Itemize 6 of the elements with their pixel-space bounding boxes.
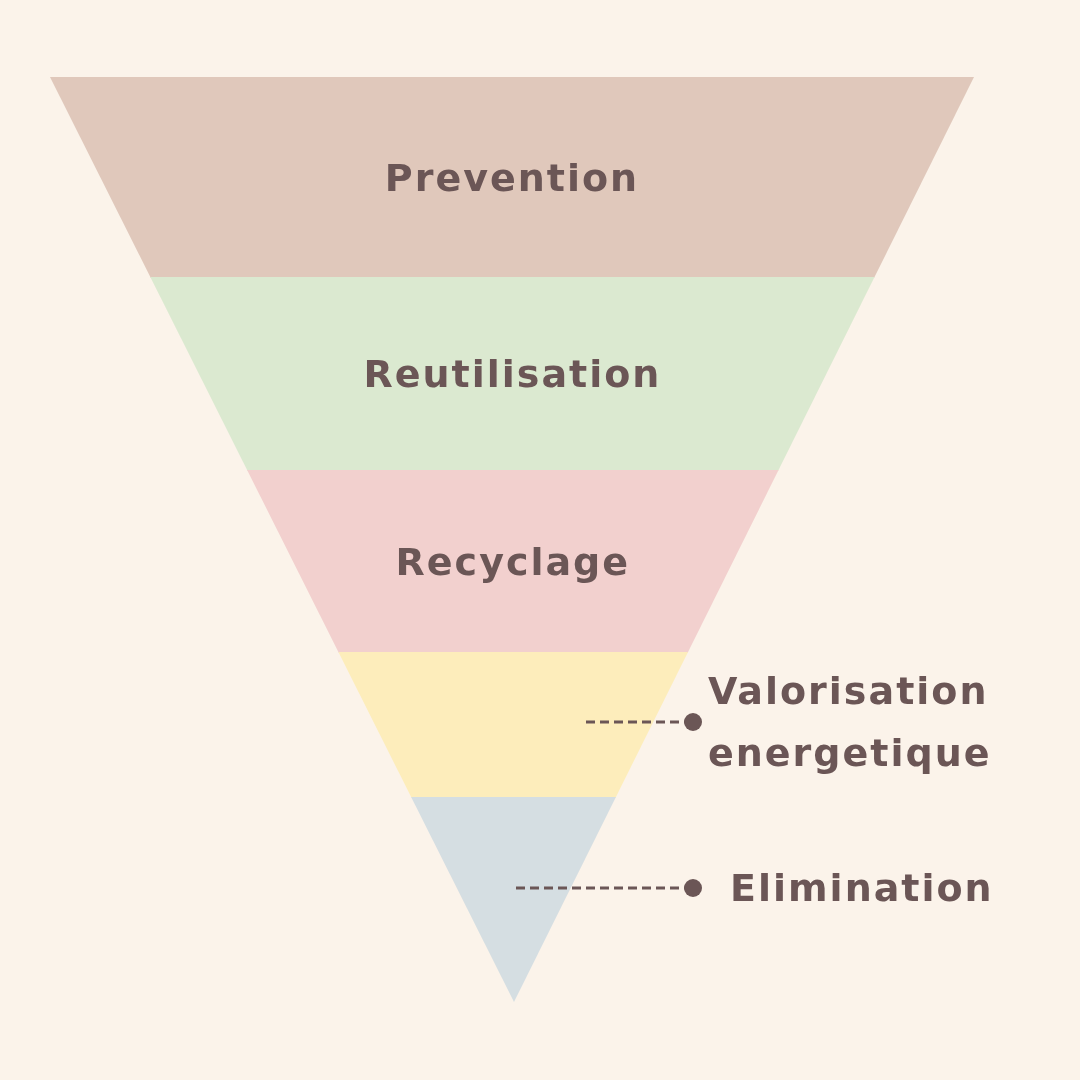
level-label: Prevention (384, 155, 640, 200)
leader-line (585, 713, 702, 731)
callout-label: Valorisation energetique (708, 668, 993, 777)
level-label: Recyclage (395, 539, 631, 584)
callout-label: Elimination (730, 865, 995, 912)
level-label: Reutilisation (363, 352, 662, 396)
